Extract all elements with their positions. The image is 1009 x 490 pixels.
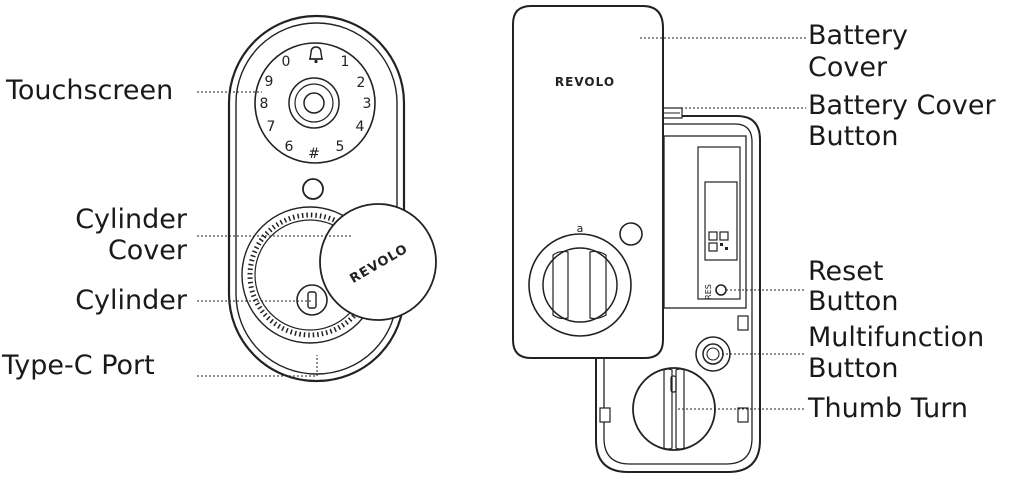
key-3[interactable]: 3 — [363, 96, 372, 112]
key-0[interactable]: 0 — [282, 54, 291, 70]
cover-cutout-ridge — [552, 250, 569, 320]
label-battery-cover-button-line1: Battery Cover — [808, 90, 996, 121]
label-cylinder-cover-line1: Cylinder — [75, 204, 187, 235]
label-battery-cover-line1: Battery — [808, 20, 908, 51]
keypad-ring — [254, 42, 376, 164]
thumb-turn-ridge — [675, 368, 685, 450]
key-7[interactable]: 7 — [267, 119, 276, 135]
label-multifunction-line2: Button — [808, 353, 899, 384]
res-label: RES — [704, 284, 713, 300]
qr-dot — [725, 247, 728, 250]
bell-icon[interactable] — [309, 46, 323, 64]
label-reset-button-line1: Reset — [808, 256, 884, 287]
key-5[interactable]: 5 — [336, 139, 345, 155]
side-clip — [737, 407, 749, 423]
reset-button[interactable] — [715, 284, 727, 296]
label-cylinder-cover-line2: Cover — [107, 235, 187, 266]
cylinder[interactable] — [296, 284, 328, 316]
multifunction-button[interactable] — [702, 343, 724, 365]
qr-icon — [708, 231, 718, 241]
label-sticker — [704, 181, 738, 261]
cylinder-cover[interactable] — [319, 203, 437, 321]
thumb-turn-ridge — [663, 368, 673, 450]
thumb-turn-indicator — [670, 375, 677, 393]
exterior-small-button[interactable] — [302, 178, 324, 200]
key-6[interactable]: 6 — [285, 139, 294, 155]
center-sensor-inner — [303, 92, 325, 114]
label-cylinder: Cylinder — [75, 285, 187, 316]
key-8[interactable]: 8 — [260, 96, 269, 112]
key-9[interactable]: 9 — [265, 74, 274, 90]
label-thumb-turn: Thumb Turn — [808, 393, 968, 424]
label-reset-button-line2: Button — [808, 286, 899, 317]
label-type-c-port: Type-C Port — [2, 350, 155, 381]
qr-dot — [720, 243, 723, 246]
qr-icon — [708, 242, 718, 252]
side-clip — [599, 407, 611, 423]
cover-cutout-ridge — [589, 250, 607, 320]
cover-cutout-inner — [542, 247, 618, 323]
key-hash[interactable]: # — [308, 146, 320, 162]
key-1[interactable]: 1 — [341, 54, 350, 70]
key-4[interactable]: 4 — [356, 119, 365, 135]
interior-lock: RES REVOLO a — [512, 5, 761, 473]
qr-icon — [719, 231, 729, 241]
exterior-lock: 0 1 2 3 4 5 # 6 7 8 9 REVOLO — [227, 14, 437, 383]
label-battery-cover-button-line2: Button — [808, 121, 899, 152]
lock-symbol: a — [577, 222, 584, 235]
multifunction-button-inner — [706, 347, 720, 361]
cylinder-keyway — [307, 291, 317, 309]
cover-small-button[interactable] — [619, 222, 643, 246]
leader-type-c — [197, 355, 318, 377]
key-2[interactable]: 2 — [357, 75, 366, 91]
side-clip — [737, 315, 749, 331]
label-multifunction-line1: Multifunction — [808, 322, 985, 353]
center-sensor-outer — [288, 77, 340, 129]
leader-lines — [197, 37, 806, 410]
label-touchscreen: Touchscreen — [6, 75, 174, 106]
pcb-panel — [697, 146, 741, 300]
label-battery-cover-line2: Cover — [808, 52, 888, 83]
center-sensor-mid — [294, 83, 334, 123]
brand-logo-back: REVOLO — [555, 75, 615, 89]
